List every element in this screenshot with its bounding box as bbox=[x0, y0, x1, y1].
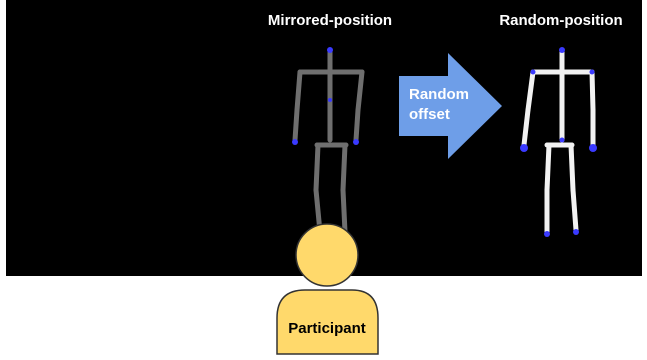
participant-figure bbox=[276, 223, 379, 355]
random-position-label: Random-position bbox=[499, 12, 622, 29]
participant-head bbox=[295, 223, 359, 287]
mirrored-position-label: Mirrored-position bbox=[268, 12, 392, 29]
random-offset-arrow bbox=[399, 53, 502, 159]
arrow-label-line1: Random bbox=[409, 86, 469, 103]
random-skeleton-joints bbox=[520, 47, 597, 237]
arrow-label-line2: offset bbox=[409, 106, 450, 123]
mirrored-skeleton-joints bbox=[292, 47, 359, 145]
participant-body bbox=[276, 289, 379, 355]
random-skeleton bbox=[521, 49, 596, 235]
participant-label: Participant bbox=[288, 320, 366, 337]
